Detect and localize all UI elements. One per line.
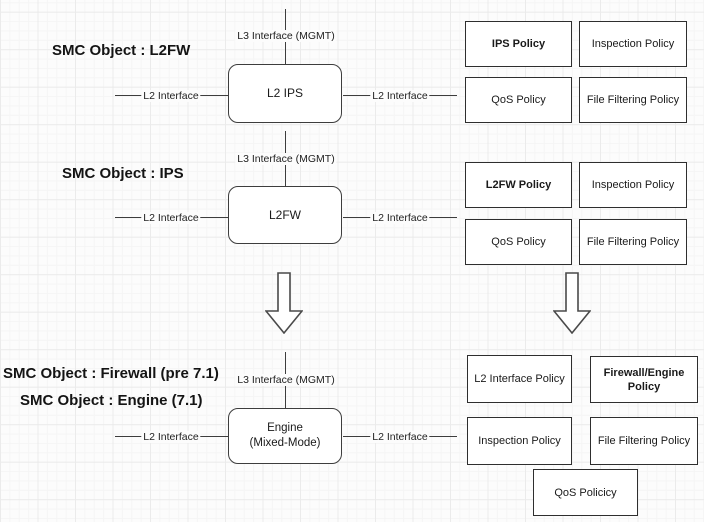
node-l2-ips[interactable]: L2 IPS <box>228 64 342 123</box>
policy-file-filtering-1[interactable]: File Filtering Policy <box>579 77 687 123</box>
policy-qos-2[interactable]: QoS Policy <box>465 219 572 265</box>
mgmt-interface-label-3: L3 Interface (MGMT) <box>235 374 337 386</box>
policy-qos-3[interactable]: QoS Policicy <box>533 469 638 516</box>
policy-label: File Filtering Policy <box>597 435 691 447</box>
node-engine-mixed-mode[interactable]: Engine (Mixed-Mode) <box>228 408 342 464</box>
left-interface-label-3: L2 Interface <box>141 431 201 443</box>
policy-firewall-engine[interactable]: Firewall/Engine Policy <box>590 356 698 403</box>
policy-label: Inspection Policy <box>478 435 561 447</box>
policy-label: QoS Policicy <box>554 486 617 499</box>
right-interface-label-2: L2 Interface <box>370 212 430 224</box>
down-arrow-left[interactable] <box>265 272 303 334</box>
policy-label: File Filtering Policy <box>586 94 680 106</box>
policy-inspection-1[interactable]: Inspection Policy <box>579 21 687 67</box>
policy-label: Inspection Policy <box>591 38 675 50</box>
right-interface-label-3: L2 Interface <box>370 431 430 443</box>
left-interface-label-1: L2 Interface <box>141 90 201 102</box>
policy-label: IPS Policy <box>491 38 546 50</box>
policy-label: Inspection Policy <box>591 179 675 191</box>
node-label: Engine <box>267 422 303 434</box>
node-l2fw[interactable]: L2FW <box>228 186 342 244</box>
section-title-ips: SMC Object : IPS <box>62 165 184 182</box>
section-title-l2fw: SMC Object : L2FW <box>52 42 191 59</box>
mgmt-interface-label-1: L3 Interface (MGMT) <box>235 30 337 42</box>
policy-inspection-3[interactable]: Inspection Policy <box>467 417 572 465</box>
policy-file-filtering-3[interactable]: File Filtering Policy <box>590 417 698 465</box>
policy-qos-1[interactable]: QoS Policy <box>465 77 572 123</box>
policy-ips[interactable]: IPS Policy <box>465 21 572 67</box>
node-label: L2 IPS <box>266 86 304 100</box>
policy-label: File Filtering Policy <box>586 236 680 248</box>
policy-file-filtering-2[interactable]: File Filtering Policy <box>579 219 687 265</box>
policy-label: QoS Policy <box>491 236 546 248</box>
left-interface-label-2: L2 Interface <box>141 212 201 224</box>
mgmt-interface-label-2: L3 Interface (MGMT) <box>235 153 337 165</box>
policy-inspection-2[interactable]: Inspection Policy <box>579 162 687 208</box>
policy-label: L2 Interface Policy <box>474 373 565 385</box>
node-sublabel: (Mixed-Mode) <box>249 437 321 449</box>
node-label: L2FW <box>268 207 301 222</box>
section-title-engine-71: SMC Object : Engine (7.1) <box>20 392 203 409</box>
down-arrow-right[interactable] <box>553 272 591 334</box>
section-title-firewall-pre71: SMC Object : Firewall (pre 7.1) <box>3 365 219 382</box>
policy-l2fw[interactable]: L2FW Policy <box>465 162 572 208</box>
policy-label: QoS Policy <box>491 94 546 106</box>
policy-label: L2FW Policy <box>485 179 552 191</box>
right-interface-label-1: L2 Interface <box>370 90 430 102</box>
policy-label: Firewall/Engine Policy <box>603 366 685 393</box>
policy-l2-interface[interactable]: L2 Interface Policy <box>467 355 572 403</box>
